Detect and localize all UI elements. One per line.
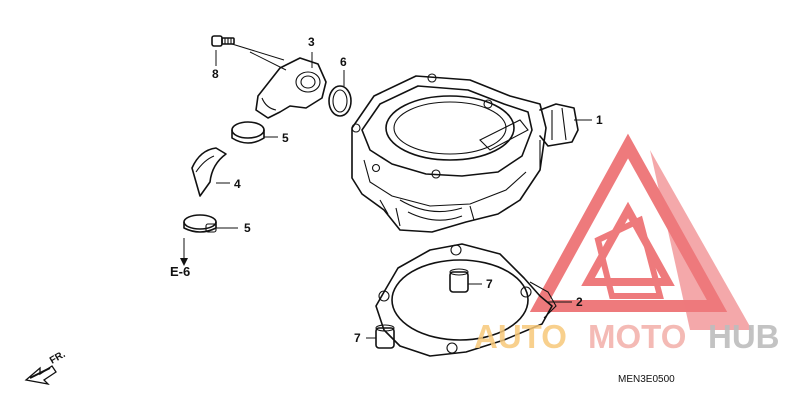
watermark-text-hub: HUB xyxy=(708,318,780,355)
callout-7-lower: 7 xyxy=(354,331,361,345)
watermark-text-moto: MOTO xyxy=(588,318,686,355)
front-arrow-icon xyxy=(24,365,57,386)
leader-lines xyxy=(180,43,592,339)
front-direction-label: FR. xyxy=(48,349,68,367)
watermark-text: AUTO MOTO HUB xyxy=(474,318,780,355)
hose-clamp-upper[interactable] xyxy=(231,121,265,144)
callout-5-lower: 5 xyxy=(244,221,251,235)
gasket-part[interactable] xyxy=(375,243,557,357)
diagram-code: MEN3E0500 xyxy=(618,374,675,385)
callout-3: 3 xyxy=(308,35,315,49)
bolt-part[interactable] xyxy=(211,35,235,47)
o-ring-part[interactable] xyxy=(328,85,352,117)
watermark-logo xyxy=(529,133,752,330)
callout-8: 8 xyxy=(212,67,219,81)
callout-2: 2 xyxy=(576,295,583,309)
callout-1: 1 xyxy=(596,113,603,127)
callout-7-upper: 7 xyxy=(486,277,493,291)
watermark-text-auto: AUTO xyxy=(474,318,567,355)
water-joint-part[interactable] xyxy=(255,57,327,119)
water-hose-part[interactable] xyxy=(191,147,227,197)
callout-4: 4 xyxy=(234,177,241,191)
hose-clamp-lower[interactable] xyxy=(183,214,217,233)
callout-5-upper: 5 xyxy=(282,131,289,145)
dowel-pin-upper[interactable] xyxy=(449,268,469,293)
section-reference-e6[interactable]: E-6 xyxy=(170,264,190,279)
cylinder-part[interactable] xyxy=(351,73,579,233)
callout-6: 6 xyxy=(340,55,347,69)
